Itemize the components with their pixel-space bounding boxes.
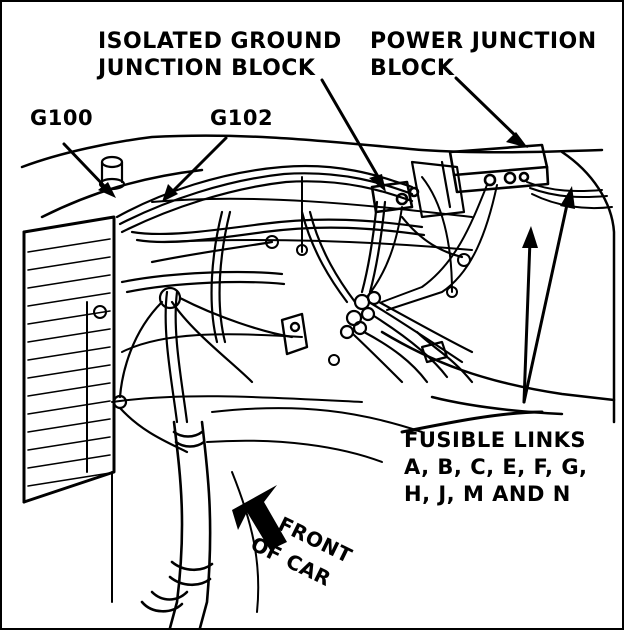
radiator-cap bbox=[98, 155, 126, 191]
hose bbox=[140, 420, 214, 628]
label-line: JUNCTION BLOCK bbox=[98, 56, 316, 81]
label-line: A, B, C, E, F, G, bbox=[404, 455, 588, 479]
label-line: BLOCK bbox=[370, 56, 455, 81]
fender-outline bbox=[20, 134, 616, 424]
fender-bracket bbox=[410, 160, 466, 219]
isolated-ground-junction-block-shape bbox=[370, 180, 420, 214]
isolated-ground-junction-block-label: ISOLATED GROUND JUNCTION BLOCK bbox=[98, 28, 342, 82]
g100-label: G100 bbox=[30, 106, 94, 130]
arrowheads bbox=[98, 132, 575, 248]
g102-label: G102 bbox=[210, 106, 274, 130]
bolts bbox=[93, 235, 471, 366]
leader-arrows bbox=[62, 76, 570, 434]
label-line: ISOLATED GROUND bbox=[98, 29, 342, 54]
power-junction-block-label: POWER JUNCTION BLOCK bbox=[370, 28, 597, 82]
lower-panel bbox=[111, 407, 423, 613]
front-arrow-icon bbox=[232, 485, 287, 550]
junction-feeds bbox=[366, 181, 613, 311]
label-line: FUSIBLE LINKS bbox=[404, 428, 587, 452]
radiator bbox=[22, 215, 116, 504]
label-line: POWER JUNCTION bbox=[370, 29, 597, 54]
fusible-links-label: FUSIBLE LINKS A, B, C, E, F, G, H, J, M … bbox=[404, 427, 588, 508]
connector-module bbox=[280, 312, 309, 356]
power-junction-block-shape bbox=[448, 143, 550, 194]
label-line: H, J, M AND N bbox=[404, 482, 571, 506]
front-harness bbox=[112, 286, 294, 454]
fusible-link-cluster bbox=[339, 290, 474, 384]
